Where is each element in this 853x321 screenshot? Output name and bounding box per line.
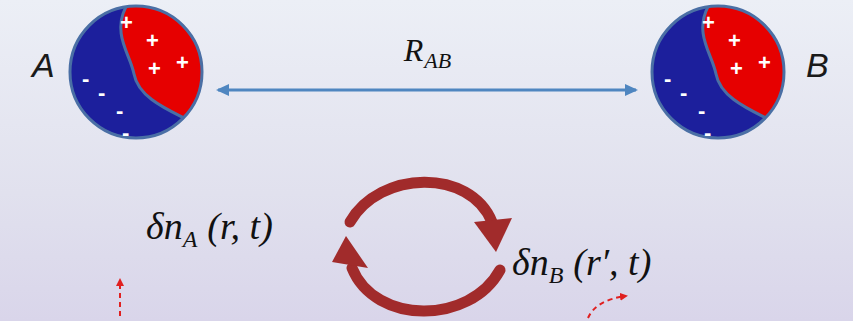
cycle-arrow xyxy=(350,182,492,222)
charge-sign: + xyxy=(148,58,161,80)
arguments: (r, t) xyxy=(207,205,272,247)
charge-sign: + xyxy=(120,12,133,34)
subscript: B xyxy=(549,262,564,288)
charge-sign: - xyxy=(698,100,705,122)
charge-sign: - xyxy=(116,100,123,122)
circle-outline xyxy=(70,6,202,138)
cycle-arrowhead xyxy=(474,218,512,252)
density-expression: δnA (r, t) xyxy=(146,206,273,252)
density-expression: δnB (r′, t) xyxy=(512,242,651,288)
charge-boundary xyxy=(703,7,766,118)
dashed-pointer xyxy=(588,296,626,318)
charge-sign: + xyxy=(728,30,741,52)
charge-boundary xyxy=(121,7,184,118)
charge-sign: - xyxy=(98,82,105,104)
charge-distribution: B++++---- xyxy=(650,4,786,140)
charge-sign: - xyxy=(704,122,711,144)
molecule-label: A xyxy=(32,48,55,82)
distance-label: R xyxy=(404,34,424,66)
molecule-label: B xyxy=(806,48,829,82)
density-symbol: δn xyxy=(512,241,549,283)
cycle-arrow xyxy=(352,268,500,311)
arguments: (r′, t) xyxy=(573,241,651,283)
subscript: A xyxy=(183,226,198,252)
charge-sign: + xyxy=(758,52,771,74)
charge-sign: + xyxy=(730,58,743,80)
negative-region xyxy=(70,6,202,138)
charge-sign: - xyxy=(122,122,129,144)
positive-region xyxy=(121,6,203,118)
charge-sign: - xyxy=(680,82,687,104)
charge-sign: + xyxy=(146,30,159,52)
charge-distribution: A++++---- xyxy=(68,4,204,140)
charge-sign: + xyxy=(702,12,715,34)
dashed-pointer xyxy=(119,280,121,316)
subscript: AB xyxy=(424,50,451,72)
cycle-arrowhead xyxy=(332,236,368,268)
negative-region xyxy=(652,6,784,138)
charge-sign: + xyxy=(176,52,189,74)
density-symbol: δn xyxy=(146,205,183,247)
distance-arrow xyxy=(218,89,636,92)
circle-outline xyxy=(652,6,784,138)
charge-sign: - xyxy=(82,68,89,90)
positive-region xyxy=(703,6,785,118)
charge-sign: - xyxy=(664,68,671,90)
